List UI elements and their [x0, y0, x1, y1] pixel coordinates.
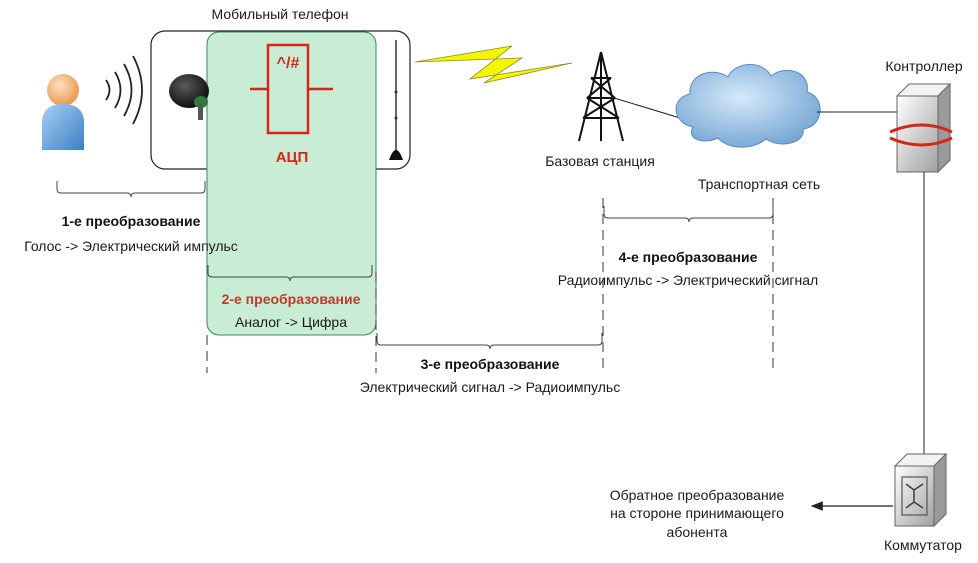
- switch-icon: [893, 452, 948, 528]
- stage-1-desc: Голос -> Электрический импульс: [24, 238, 238, 254]
- sound-waves-icon: [105, 55, 143, 125]
- adc-symbol: ^/#: [250, 43, 333, 135]
- stage-2-desc: Аналог -> Цифра: [235, 314, 347, 330]
- stage-3-desc: Электрический сигнал -> Радиоимпульс: [360, 379, 620, 395]
- antenna-icon: [389, 40, 403, 160]
- reverse-line-3: абонента: [667, 524, 728, 540]
- reverse-line-2: на стороне принимающего: [610, 505, 784, 521]
- lightning-icon: [414, 45, 573, 84]
- stage-4-title: 4-е преобразование: [619, 249, 758, 265]
- brace-stage-3: [376, 333, 603, 350]
- switch-label: Коммутатор: [884, 537, 962, 553]
- tower-cloud-link: [610, 96, 691, 122]
- reverse-line-1: Обратное преобразование: [610, 487, 785, 503]
- controller-label: Контроллер: [885, 58, 962, 74]
- adc-label: АЦП: [276, 149, 309, 166]
- stage-2-title: 2-е преобразование: [222, 291, 361, 307]
- microphone-icon: [169, 74, 209, 120]
- base-station-label: Базовая станция: [545, 153, 655, 169]
- stage-3-title: 3-е преобразование: [421, 356, 560, 372]
- mobile-phone-label: Мобильный телефон: [212, 6, 349, 22]
- stage-4-desc: Радиоимпульс -> Электрический сигнал: [558, 272, 818, 288]
- stage-1-title: 1-е преобразование: [62, 213, 201, 229]
- person-icon: [42, 74, 84, 150]
- tower-icon: [578, 51, 624, 142]
- brace-stage-4: [603, 206, 774, 223]
- brace-stage-1: [56, 181, 206, 198]
- dashed-guides: [206, 198, 774, 373]
- cloud-icon: [675, 64, 821, 148]
- adc-code: ^/#: [277, 55, 300, 72]
- controller-icon: [889, 82, 953, 174]
- transport-network-label: Транспортная сеть: [698, 176, 820, 192]
- brace-stage-2: [207, 265, 373, 282]
- adc-area: [206, 31, 377, 336]
